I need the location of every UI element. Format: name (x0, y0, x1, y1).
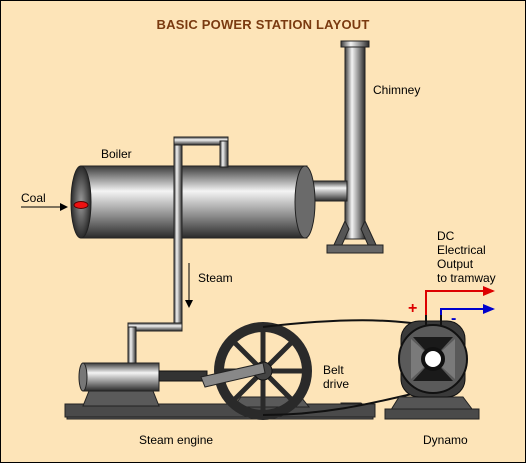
dc-output-label-line4: to tramway (437, 271, 496, 285)
chimney (326, 40, 384, 254)
positive-terminal-sign: + (408, 300, 418, 317)
negative-terminal-sign: - (451, 310, 457, 327)
firebox-glow (73, 201, 89, 209)
negative-output-wire (440, 304, 495, 315)
boiler-label: Boiler (101, 147, 132, 161)
belt-label-line2: drive (323, 377, 350, 391)
dc-output-label-line2: Electrical (437, 243, 486, 257)
steam-cylinder (78, 362, 208, 392)
chimney-label: Chimney (373, 83, 421, 97)
steam-label: Steam (198, 271, 233, 285)
steam-engine-label: Steam engine (139, 433, 214, 447)
dc-output-label-line3: Output (437, 257, 474, 271)
dynamo-machine (384, 315, 480, 420)
positive-output-wire (425, 286, 495, 315)
coal-label: Coal (21, 191, 46, 205)
belt-label-line1: Belt (323, 363, 344, 377)
diagram-title: BASIC POWER STATION LAYOUT (156, 17, 370, 32)
dc-output-label-line1: DC (437, 229, 455, 243)
steam-pipe (127, 136, 229, 366)
boiler (70, 165, 316, 239)
dynamo-label: Dynamo (423, 433, 468, 447)
